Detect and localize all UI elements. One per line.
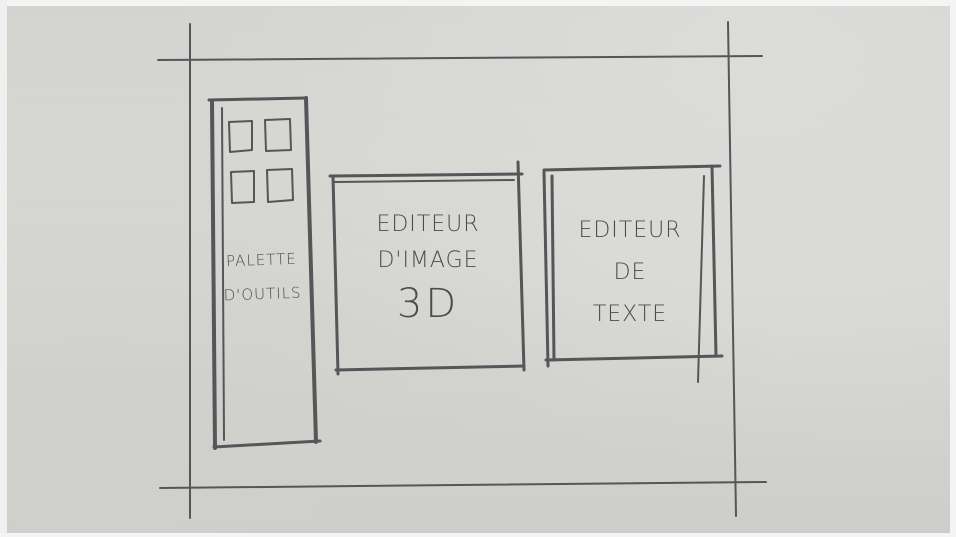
frame-right-line: [727, 21, 737, 517]
image-editor-3d-label: EDITEUR D'IMAGE 3D: [340, 206, 516, 330]
image-editor-label-line1: EDITEUR: [376, 212, 480, 237]
tool-icon-4: [266, 168, 294, 203]
tool-palette-label-line1: PALETTE: [225, 249, 298, 271]
paper-edge-left: [0, 0, 7, 537]
tool-palette-panel: [207, 96, 322, 450]
text-editor-label-line2: DE: [613, 260, 647, 285]
paper-edge-top: [0, 0, 956, 6]
text-editor-panel: [542, 164, 724, 383]
frame-top-line: [157, 55, 763, 61]
tool-icon-3: [230, 170, 255, 204]
tool-icon-2: [264, 118, 292, 152]
paper-edge-right: [950, 0, 956, 537]
image-editor-3d-panel: [328, 160, 526, 376]
tool-icon-1: [228, 120, 253, 153]
image-editor-label-line2: D'IMAGE: [377, 248, 479, 273]
window-frame: [157, 21, 767, 519]
text-editor-label-line1: EDITEUR: [578, 218, 682, 243]
paper-edge-bottom: [0, 533, 956, 537]
image-editor-label-line3: 3D: [396, 281, 460, 327]
text-editor-label-line3: TEXTE: [592, 302, 668, 327]
frame-bottom-line: [159, 481, 767, 489]
tool-palette-label-line2: D'OUTILS: [223, 283, 302, 305]
text-editor-label: EDITEUR DE TEXTE: [552, 210, 708, 336]
tool-palette-label: PALETTE D'OUTILS: [211, 241, 313, 312]
